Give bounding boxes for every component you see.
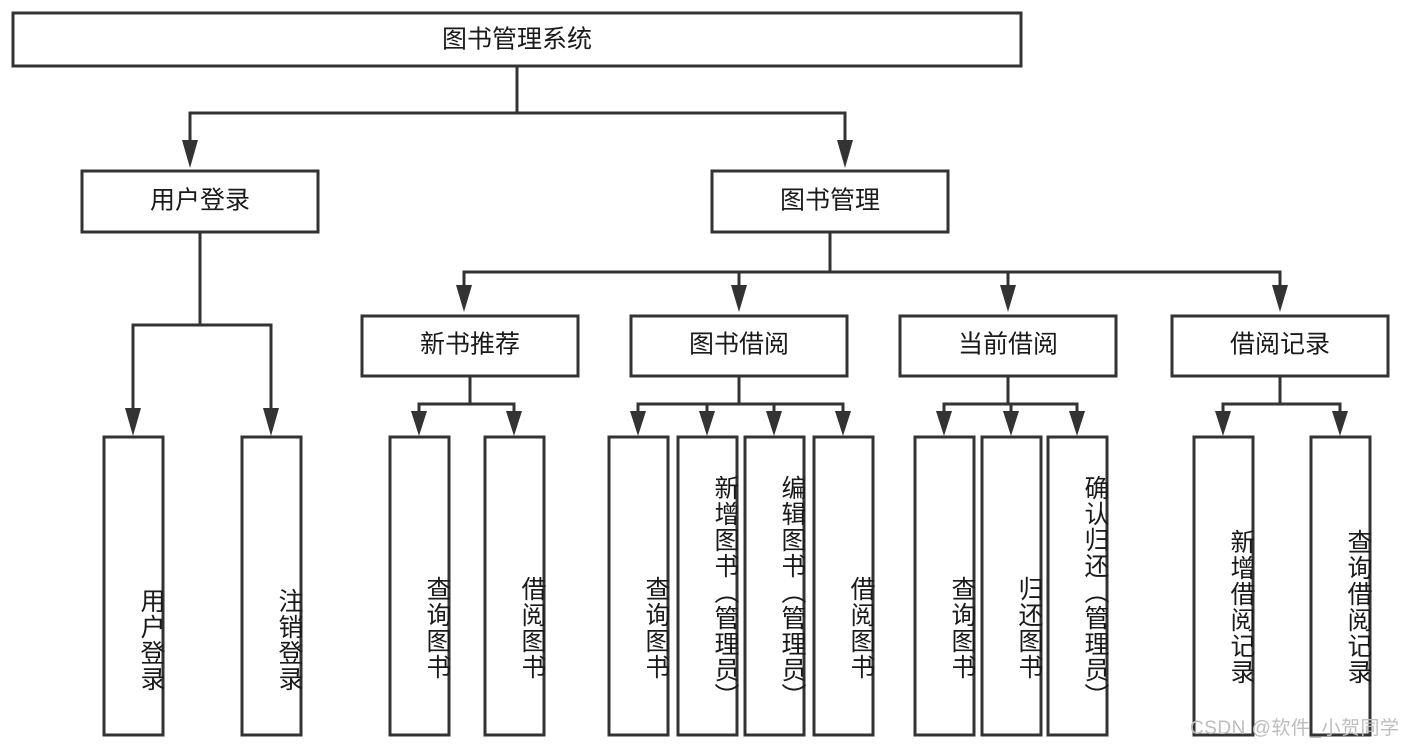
arrow-head-icon: [835, 411, 851, 436]
arrow-head-icon: [182, 140, 198, 168]
connector-bookborrow-to-leaves: [630, 375, 851, 436]
arrow-head-icon: [837, 140, 853, 168]
node-book-borrow-label: 图书借阅: [689, 331, 789, 359]
arrow-head-icon: [1215, 411, 1231, 436]
connector-userlogin-to-leaves: [125, 230, 279, 436]
node-borrow-record[interactable]: 借阅记录: [1170, 314, 1390, 378]
connector-bookmanage-to-level2: [456, 230, 1288, 312]
connector-root-to-level1: [182, 64, 853, 168]
node-leaf-confirm-return[interactable]: [1046, 435, 1109, 737]
node-root-label: 图书管理系统: [442, 26, 592, 54]
node-current-borrow[interactable]: 当前借阅: [898, 314, 1118, 378]
arrow-head-icon: [1003, 411, 1019, 436]
node-root[interactable]: 图书管理系统: [11, 11, 1023, 68]
arrow-head-icon: [731, 285, 747, 312]
arrow-head-icon: [1069, 411, 1085, 436]
arrow-head-icon: [456, 285, 472, 312]
arrow-head-icon: [699, 411, 715, 436]
node-leaf-query-book-3[interactable]: [913, 435, 976, 737]
node-leaf-add-record[interactable]: [1192, 435, 1255, 737]
arrow-head-icon: [1332, 411, 1348, 436]
node-book-manage[interactable]: 图书管理: [710, 169, 950, 234]
arrow-head-icon: [506, 411, 522, 436]
arrow-head-icon: [1272, 285, 1288, 312]
node-leaf-edit-book[interactable]: [743, 435, 806, 737]
csdn-watermark: CSDN @软件_小贺同学: [1190, 718, 1400, 739]
arrow-head-icon: [1000, 285, 1016, 312]
arrow-head-icon: [411, 411, 427, 436]
node-leaf-user-login[interactable]: [102, 435, 165, 737]
node-leaf-borrow-book-1[interactable]: [483, 435, 546, 737]
node-book-manage-label: 图书管理: [780, 187, 880, 215]
node-current-borrow-label: 当前借阅: [958, 331, 1058, 359]
arrow-head-icon: [936, 411, 952, 436]
arrow-head-icon: [766, 411, 782, 436]
node-book-borrow[interactable]: 图书借阅: [629, 314, 849, 378]
arrow-head-icon: [125, 408, 141, 436]
node-user-login-label: 用户登录: [150, 187, 250, 215]
node-new-book-recommend[interactable]: 新书推荐: [360, 314, 580, 378]
connector-borrowrecord-to-leaves: [1215, 375, 1348, 436]
node-leaf-query-book-1[interactable]: [388, 435, 451, 737]
node-leaf-query-book-2[interactable]: [607, 435, 670, 737]
connector-newbook-to-leaves: [411, 375, 522, 436]
node-leaf-add-book[interactable]: [676, 435, 739, 737]
node-user-login[interactable]: 用户登录: [80, 169, 320, 234]
node-leaf-logout[interactable]: [240, 435, 303, 737]
leaf-boxes: [102, 435, 1372, 737]
node-leaf-query-record[interactable]: [1309, 435, 1372, 737]
node-borrow-record-label: 借阅记录: [1230, 331, 1330, 359]
node-leaf-return-book[interactable]: [980, 435, 1043, 737]
node-leaf-borrow-book-2[interactable]: [812, 435, 875, 737]
arrow-head-icon: [630, 411, 646, 436]
connector-currentborrow-to-leaves: [936, 375, 1085, 436]
arrow-head-icon: [263, 408, 279, 436]
node-new-book-recommend-label: 新书推荐: [420, 331, 520, 359]
